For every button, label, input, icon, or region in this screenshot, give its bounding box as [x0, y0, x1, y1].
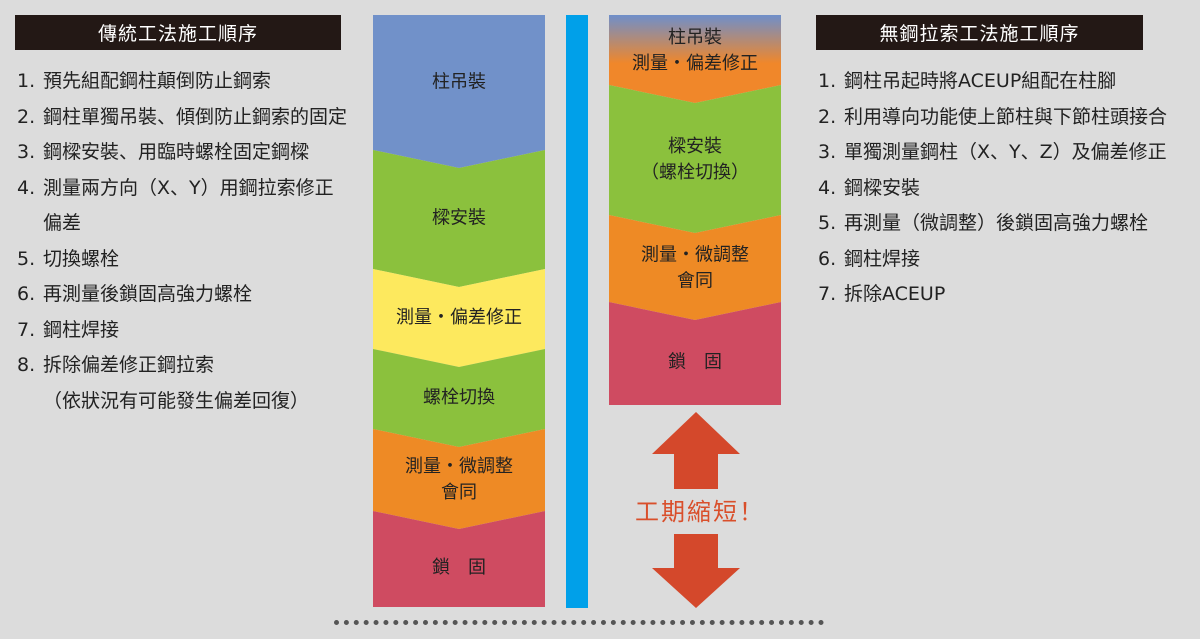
step-number: 6. [818, 247, 837, 270]
step-number: 1. [17, 70, 36, 92]
flow-step-sublabel: （螺栓切換） [641, 162, 749, 183]
step-text: 預先組配鋼柱顛倒防止鋼索 [43, 70, 272, 92]
flow-step-shape [609, 85, 781, 233]
step-note: （依狀況有可能發生偏差回復） [43, 389, 310, 412]
flow-step-label: 鎖 固 [668, 352, 722, 373]
step-item: 3. 鋼樑安裝、用臨時螺栓固定鋼樑 [17, 135, 352, 171]
arrow-down-icon [652, 534, 740, 608]
traditional-method-title: 傳統工法施工順序 [15, 15, 341, 50]
step-text: 鋼柱吊起時將ACEUP組配在柱腳 [844, 70, 1117, 92]
flow-step-label: 測量・微調整 [405, 456, 513, 477]
step-text: 測量兩方向（X、Y）用鋼拉索修正偏差 [43, 176, 334, 235]
duration-shortened-label: 工期縮短！ [620, 489, 780, 529]
step-item: 2. 鋼柱單獨吊裝、傾倒防止鋼索的固定 [17, 100, 352, 136]
step-item: 7. 鋼柱焊接 [17, 313, 352, 349]
step-text: 鋼樑安裝 [844, 176, 921, 199]
step-text: 鋼樑安裝、用臨時螺栓固定鋼樑 [43, 141, 310, 163]
step-item: 1. 鋼柱吊起時將ACEUP組配在柱腳 [818, 64, 1200, 100]
step-item: 8. 拆除偏差修正鋼拉索 [17, 348, 352, 384]
flow-step-shape [373, 15, 545, 168]
step-text: 再測量後鎖固高強力螺栓 [43, 283, 253, 305]
step-item: 4. 鋼樑安裝 [818, 171, 1200, 207]
flow-step-shape [609, 302, 781, 405]
flow-step-label: 鎖 固 [432, 557, 486, 578]
flow-step-label: 螺栓切換 [423, 387, 495, 408]
step-number: 2. [818, 105, 837, 128]
flow-step-shape [373, 150, 545, 287]
flow-step-sublabel: 會同 [677, 271, 713, 292]
step-item: 2. 利用導向功能使上節柱與下節柱頭接合 [818, 100, 1200, 136]
step-text: 再測量（微調整）後鎖固高強力螺栓 [844, 212, 1149, 234]
flow-step-label: 樑安裝 [432, 208, 486, 229]
step-text: 拆除偏差修正鋼拉索 [43, 354, 215, 376]
duration-arrows [652, 412, 740, 608]
step-item: 1. 預先組配鋼柱顛倒防止鋼索 [17, 64, 352, 100]
flow-step-shape [373, 429, 545, 529]
flow-step-shape [373, 349, 545, 447]
flow-step-shape [609, 15, 781, 103]
step-number: 4. [818, 176, 837, 199]
wireless-steps-list: 1. 鋼柱吊起時將ACEUP組配在柱腳 2. 利用導向功能使上節柱與下節柱頭接合 3. 單… [818, 64, 1200, 313]
center-divider [566, 15, 588, 608]
step-item: 5. 再測量（微調整）後鎖固高強力螺栓 [818, 206, 1200, 242]
step-text: 切換螺栓 [43, 247, 120, 270]
flow-step-label: 測量・微調整 [641, 245, 749, 266]
step-number: 7. [17, 318, 36, 341]
flow-step-label: 柱吊裝 [668, 27, 722, 48]
step-number: 4. [17, 176, 36, 199]
dotted-separator [334, 620, 824, 625]
step-number: 3. [17, 141, 36, 163]
flow-step-sublabel: 會同 [441, 482, 477, 503]
step-number: 3. [818, 141, 837, 163]
step-number: 8. [17, 354, 36, 376]
step-text: 拆除ACEUP [844, 283, 946, 305]
step-item: 4. 測量兩方向（X、Y）用鋼拉索修正偏差 [17, 171, 352, 242]
step-number: 6. [17, 283, 36, 305]
arrow-up-icon [652, 412, 740, 490]
flow-step-label: 柱吊裝 [432, 72, 486, 93]
step-number: 2. [17, 105, 36, 128]
traditional-steps-list: 1. 預先組配鋼柱顛倒防止鋼索 2. 鋼柱單獨吊裝、傾倒防止鋼索的固定 3. 鋼樑安裝、用… [17, 64, 352, 419]
step-text: 鋼柱單獨吊裝、傾倒防止鋼索的固定 [43, 105, 348, 128]
step-item: 6. 再測量後鎖固高強力螺栓 [17, 277, 352, 313]
step-number: 5. [818, 212, 837, 234]
flow-step-shape [373, 511, 545, 607]
step-number: 7. [818, 283, 837, 305]
flow-step-shape [373, 269, 545, 367]
step-item: 5. 切換螺栓 [17, 242, 352, 278]
wireless-method-title: 無鋼拉索工法施工順序 [816, 15, 1143, 50]
flow-step-sublabel: 測量・偏差修正 [632, 53, 758, 74]
step-text: 單獨測量鋼柱（X、Y、Z）及偏差修正 [844, 141, 1167, 163]
step-item: 3. 單獨測量鋼柱（X、Y、Z）及偏差修正 [818, 135, 1200, 171]
step-text: 利用導向功能使上節柱與下節柱頭接合 [844, 105, 1168, 128]
step-text: 鋼柱焊接 [43, 318, 120, 341]
step-text: 鋼柱焊接 [844, 247, 921, 270]
flow-step-label: 樑安裝 [668, 136, 722, 157]
flow-step-label: 測量・偏差修正 [396, 307, 522, 328]
flow-step-shape [609, 215, 781, 320]
step-number: 1. [818, 70, 837, 92]
step-item: 6. 鋼柱焊接 [818, 242, 1200, 278]
step-item: 7. 拆除ACEUP [818, 277, 1200, 313]
step-number: 5. [17, 247, 36, 270]
